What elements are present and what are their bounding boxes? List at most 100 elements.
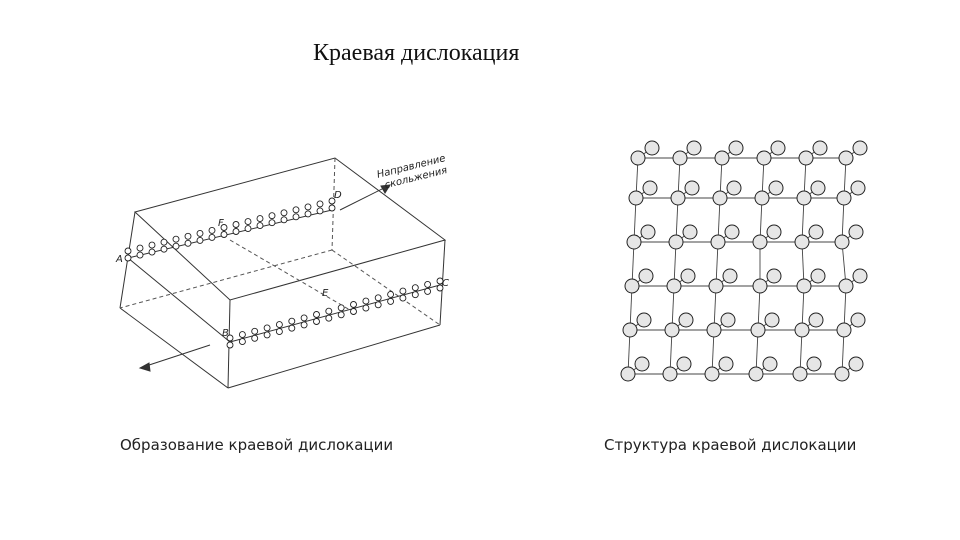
lattice-atom (808, 312, 824, 328)
atom (244, 225, 252, 233)
lattice-atom (768, 180, 784, 196)
lattice-atom (762, 356, 778, 372)
lattice-atom (836, 190, 852, 206)
lattice-atom (848, 356, 864, 372)
atom (220, 231, 228, 238)
lattice-atom (848, 224, 864, 240)
lattice-atom (812, 140, 828, 156)
left-figure-caption: Образование краевой дислокации (120, 436, 394, 454)
lattice-atom (704, 366, 720, 382)
atom (136, 251, 144, 259)
lattice-atom (678, 312, 694, 328)
lattice-atom (852, 268, 868, 284)
lattice-atom (708, 278, 724, 294)
lattice-atom (682, 224, 698, 240)
lattice-atom (666, 278, 682, 294)
lattice-atom (764, 312, 780, 328)
atom (280, 216, 288, 224)
atom (172, 235, 180, 243)
atom (387, 297, 395, 305)
atom (292, 206, 300, 214)
atom (251, 334, 259, 342)
lattice-atom (720, 312, 736, 328)
atom (350, 301, 357, 308)
atom (300, 321, 308, 329)
atom (232, 228, 240, 235)
lattice-atom (766, 224, 782, 240)
lattice-atom (686, 140, 702, 156)
atom (411, 291, 419, 299)
atom (399, 287, 407, 295)
lattice-atom (684, 180, 700, 196)
edge-dislocation-formation-diagram: A B C D E F Направление скольжения (115, 153, 449, 389)
lattice-atom (668, 234, 684, 250)
lattice-atom (728, 140, 744, 156)
atom (411, 284, 419, 292)
lattice-atom (792, 366, 808, 382)
atom (196, 229, 204, 237)
point-label-e: E (322, 288, 329, 299)
atom (292, 213, 300, 221)
lattice-atom (796, 190, 812, 206)
lattice-atom (662, 366, 678, 382)
lattice-atom (724, 224, 740, 240)
atom (436, 277, 444, 285)
slide-title: Краевая дислокация (313, 40, 520, 66)
atom (399, 294, 407, 302)
lattice-atom (752, 234, 768, 250)
lattice-atom (852, 140, 868, 156)
point-label-b: B (222, 328, 229, 339)
lattice-atom (806, 356, 822, 372)
atom (424, 280, 432, 288)
lattice-atom (810, 180, 826, 196)
atom (148, 241, 156, 249)
lattice-atom (640, 224, 656, 240)
lattice-atom (670, 190, 686, 206)
atom (313, 318, 320, 325)
atom (226, 334, 234, 342)
atom (232, 221, 240, 228)
lattice-atom (726, 180, 742, 196)
atom (374, 294, 382, 302)
lattice-atom (644, 140, 660, 156)
atom (288, 317, 296, 325)
point-label-a: A (115, 254, 123, 265)
lattice-atom (850, 180, 866, 196)
atom (208, 233, 216, 241)
atom (337, 304, 345, 312)
atom (304, 203, 312, 211)
atom-rows (124, 197, 444, 349)
atom (263, 331, 271, 339)
lattice-atom (634, 356, 650, 372)
atom (362, 297, 370, 305)
lattice-atom (710, 234, 726, 250)
atom (362, 304, 370, 312)
lattice-atom (642, 180, 658, 196)
atom (244, 218, 252, 226)
lattice-atom (794, 322, 810, 338)
lattice-atom (752, 278, 768, 294)
atom (313, 311, 320, 318)
lattice-atom (834, 366, 850, 382)
atom (220, 224, 228, 231)
atom (124, 254, 132, 262)
atom (238, 331, 246, 339)
lattice-atom (628, 190, 644, 206)
lattice-atom (770, 140, 786, 156)
atom (325, 314, 333, 322)
atom (328, 204, 336, 212)
right-figure-caption: Структура краевой дислокации (604, 436, 857, 454)
edge-dislocation-lattice-diagram (620, 140, 868, 382)
atom (268, 212, 276, 220)
point-label-f: F (218, 218, 224, 229)
atom (256, 215, 264, 223)
lattice-atom (810, 268, 826, 284)
atom (275, 321, 283, 329)
atom (184, 239, 192, 247)
atom (226, 341, 234, 349)
lattice-atom (808, 224, 824, 240)
atom (208, 226, 216, 234)
atom (263, 324, 271, 332)
lattice-atom (754, 190, 770, 206)
lattice-atom (620, 366, 636, 382)
